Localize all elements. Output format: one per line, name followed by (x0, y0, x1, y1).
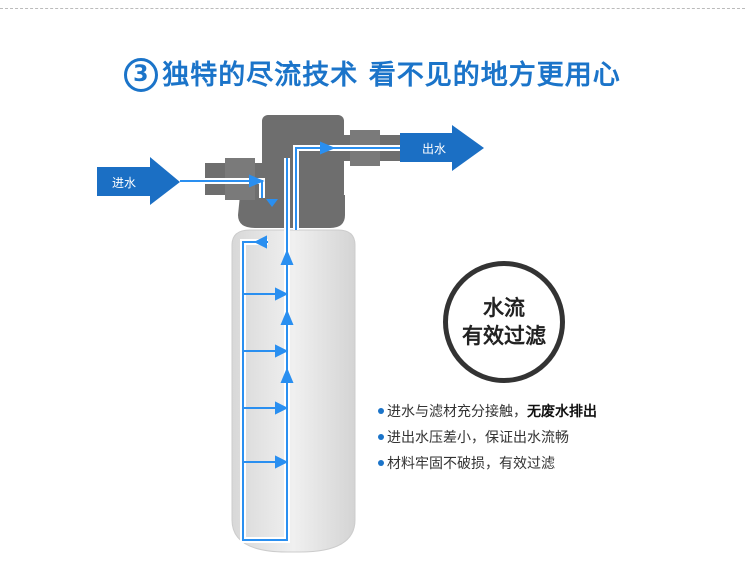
bullet-icon (378, 460, 384, 466)
feature-item: 材料牢固不破损，有效过滤 (378, 453, 597, 479)
bullet-icon (378, 434, 384, 440)
inlet-label: 进水 (112, 176, 137, 190)
feature-item: 进出水压差小，保证出水流畅 (378, 427, 597, 453)
filter-head (205, 115, 400, 228)
inlet-arrow (97, 157, 180, 205)
badge-line1: 水流 (483, 296, 525, 320)
filter-tank (231, 229, 356, 553)
bullet-icon (378, 408, 384, 414)
feature-list: 进水与滤材充分接触，无废水排出 进出水压差小，保证出水流畅 材料牢固不破损，有效… (378, 401, 597, 479)
flow-lines (180, 145, 400, 543)
dashed-divider (0, 8, 745, 9)
step-number: 3 (124, 58, 159, 92)
feature-item: 进水与滤材充分接触，无废水排出 (378, 401, 597, 427)
title-text: 独特的尽流技术 看不见的地方更用心 (162, 60, 621, 91)
badge-line2: 有效过滤 (462, 324, 546, 348)
flow-arrows (244, 141, 336, 469)
outlet-arrow (400, 125, 484, 171)
outlet-label: 出水 (422, 142, 447, 156)
water-filter-badge: 水流 有效过滤 (443, 261, 565, 383)
